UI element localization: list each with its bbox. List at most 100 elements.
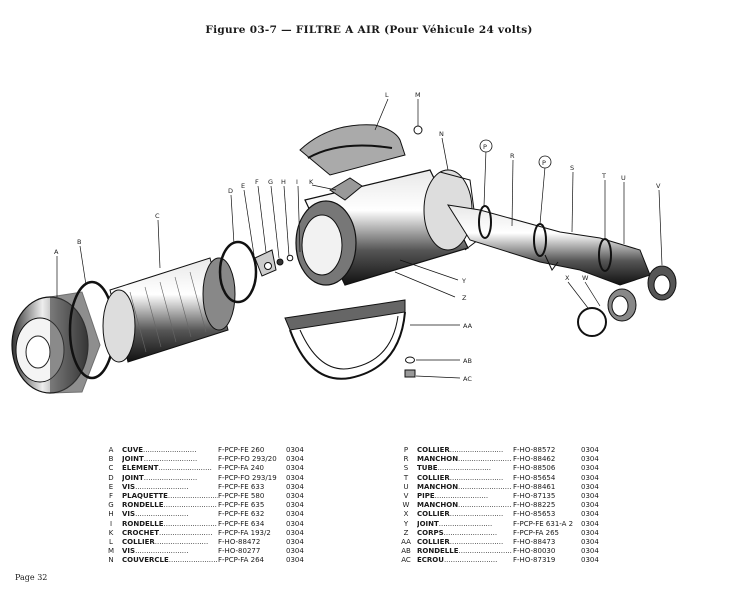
part-reference: F-PCP-FA 265	[513, 528, 560, 537]
part-name: COLLIER........................	[417, 473, 504, 482]
part-code: 0304	[581, 446, 599, 454]
part-reference: F-HO-80277	[218, 547, 261, 556]
part-reference: F-HO-85654	[513, 473, 556, 482]
part-code: 0304	[581, 482, 599, 491]
part-code: 0304	[286, 491, 304, 500]
callout-m: M	[415, 91, 421, 99]
part-code: 0304	[581, 491, 599, 500]
part-letter: M	[107, 547, 115, 556]
callout-u: U	[621, 174, 626, 182]
part-reference: F-HO-88462	[513, 455, 556, 464]
callout-f: F	[255, 178, 259, 186]
callout-w: W	[582, 274, 589, 282]
part-reference: F-PCP-FE 580	[218, 491, 265, 500]
callout-n: N	[439, 130, 444, 138]
part-letter: L	[109, 537, 113, 546]
part-name: JOINT........................	[122, 473, 198, 482]
part-code: 0304	[581, 547, 599, 556]
callout-z: Z	[462, 294, 467, 302]
part-row: D JOINT........................ F-PCP-FO 2…	[100, 474, 310, 483]
part-reference: F-HO-88572	[513, 446, 556, 454]
part-letter: C	[108, 464, 114, 473]
part-name: COLLIER........................	[417, 446, 504, 454]
callout-g: G	[268, 178, 273, 186]
exploded-air-filter-diagram: A B C D E F G H I J K L M N P P R S T U …	[11, 91, 677, 394]
part-code: 0304	[286, 510, 304, 519]
part-name: VIS........................	[122, 547, 189, 556]
part-reference: F-HO-88461	[513, 482, 556, 491]
part-name: RONDELLE........................	[417, 547, 512, 556]
part-name: CROCHET........................	[122, 528, 213, 537]
part-name: COUVERCLE........................	[122, 556, 218, 565]
callout-k: K	[309, 178, 314, 186]
part-letter: D	[108, 473, 114, 482]
part-name: JOINT........................	[122, 455, 198, 464]
callout-x: X	[565, 274, 570, 282]
part-code: 0304	[286, 519, 304, 528]
part-name: ÉCROU........................	[417, 556, 498, 565]
part-reference: F-PCP-FE 635	[218, 501, 265, 510]
part-name: CUVE........................	[122, 446, 197, 454]
callout-p2: P	[542, 159, 546, 167]
part-letter: R	[403, 455, 409, 464]
part-reference: F-HO-85653	[513, 510, 556, 519]
callout-b: B	[77, 238, 81, 246]
callout-aa: AA	[463, 322, 473, 330]
callout-s: S	[570, 164, 574, 172]
part-name: RONDELLE........................	[122, 501, 217, 510]
part-name: COLLIER........................	[417, 510, 504, 519]
part-aa-strap	[284, 299, 406, 380]
part-letter: AA	[401, 537, 411, 546]
part-letter: I	[109, 519, 113, 528]
part-reference: F-HO-88506	[513, 464, 556, 473]
part-code: 0304	[581, 473, 599, 482]
part-row: G RONDELLE........................F-PCP-F…	[100, 501, 310, 510]
part-letter: G	[108, 501, 114, 510]
callout-d: D	[228, 187, 233, 195]
part-code: 0304	[286, 556, 304, 565]
intake-pipe-assembly	[446, 204, 677, 301]
callout-y: Y	[461, 277, 466, 285]
part-x-clamp	[577, 307, 607, 337]
part-row: T COLLIER........................ F-HO-856…	[395, 474, 605, 483]
part-code: 0304	[286, 464, 304, 473]
part-reference: F-PCP-FE 634	[218, 519, 265, 528]
part-letter: T	[403, 473, 409, 482]
callout-i: I	[296, 178, 298, 186]
part-m-screw	[413, 125, 423, 135]
part-reference: F-PCP-FO 293/19	[218, 473, 277, 482]
part-code: 0304	[581, 519, 599, 528]
callout-h: H	[281, 178, 286, 186]
part-letter: B	[108, 455, 114, 464]
page-number: Page 32	[15, 573, 48, 582]
part-code: 0304	[581, 455, 599, 464]
part-w-sleeve	[607, 288, 637, 322]
part-code: 0304	[581, 528, 599, 537]
part-code: 0304	[581, 510, 599, 519]
part-code: 0304	[286, 473, 304, 482]
callout-l: L	[385, 91, 389, 99]
small-hardware	[254, 249, 303, 277]
callout-v: V	[656, 182, 661, 190]
part-letter: AB	[401, 547, 411, 556]
part-name: PIPE........................	[417, 491, 489, 500]
part-letter: Z	[403, 528, 409, 537]
part-letter: AC	[401, 556, 411, 565]
part-a-bowl	[11, 291, 101, 394]
part-k-hook	[329, 177, 363, 201]
part-code: 0304	[286, 446, 304, 454]
part-reference: F-HO-88472	[218, 537, 261, 546]
part-name: JOINT........................	[417, 519, 493, 528]
callout-a: A	[54, 248, 59, 256]
